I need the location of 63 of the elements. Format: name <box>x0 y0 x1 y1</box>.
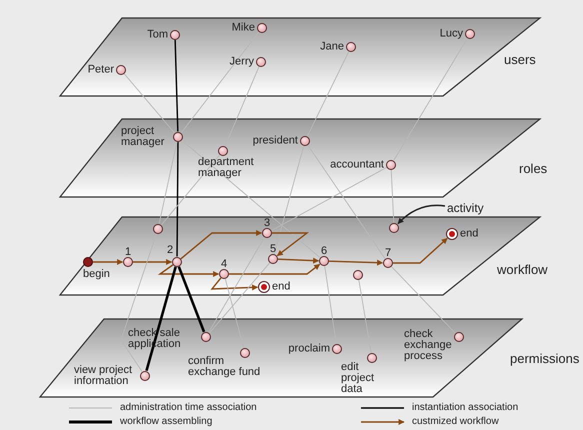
connector-line <box>124 73 175 134</box>
node-label: Lucy <box>440 28 463 40</box>
arrow <box>180 230 262 260</box>
layer-label: roles <box>519 160 548 178</box>
connector-line <box>358 279 372 354</box>
legend-text: administration time association <box>120 402 257 414</box>
node-label: end <box>460 228 478 240</box>
connector-line <box>120 233 157 372</box>
layer-label: permissions <box>510 350 580 368</box>
connector-line <box>274 145 304 254</box>
node-label: view project information <box>74 365 134 387</box>
connector-line <box>306 51 350 136</box>
node-label: 5 <box>270 244 276 255</box>
node-label: confirm exchange fund <box>188 356 262 378</box>
node-label: Peter <box>88 64 114 76</box>
node-label: Jane <box>320 42 344 52</box>
connector-line <box>176 142 179 256</box>
connector-line <box>161 154 220 226</box>
arrow <box>158 264 220 277</box>
node-label: end <box>272 282 290 292</box>
node-label: 6 <box>320 246 328 257</box>
arrow <box>328 260 384 266</box>
arrow <box>133 259 172 265</box>
layer-label: users <box>504 51 536 69</box>
connector-line <box>158 141 178 224</box>
arrow <box>210 277 258 290</box>
connector-line <box>224 278 244 348</box>
connector-line <box>271 166 388 231</box>
node-label: Jerry <box>230 56 254 68</box>
node-label: Tom <box>147 30 168 40</box>
arrow <box>393 238 448 264</box>
node-label: edit project data <box>341 362 376 395</box>
node-label: begin <box>83 269 110 280</box>
node-label: proclaim <box>288 344 330 354</box>
arrow <box>278 258 320 264</box>
node-label: 3 <box>264 218 270 229</box>
layer-label: workflow <box>497 261 548 279</box>
node-label: check exchange process <box>404 329 453 362</box>
connector-line <box>174 40 179 132</box>
node-label: Mike <box>232 22 255 34</box>
connector-line <box>209 262 270 334</box>
legend-text: workflow assembling <box>120 416 212 428</box>
legend-text: custmized workflow <box>412 416 499 428</box>
connector-line <box>180 32 260 134</box>
arrow <box>93 259 124 265</box>
connector-line <box>391 266 456 334</box>
connector-line <box>390 170 394 223</box>
node-label: president <box>252 136 298 146</box>
connector-line <box>307 144 386 259</box>
node-label: 4 <box>220 259 228 270</box>
node-label: 2 <box>167 245 174 256</box>
legend-text: instantiation association <box>412 402 518 414</box>
node-label: project manager <box>121 126 166 148</box>
arrow <box>272 232 310 256</box>
connector-line <box>224 66 260 146</box>
node-label: 7 <box>384 248 392 259</box>
arrow <box>398 204 446 224</box>
node-label: 1 <box>124 247 132 258</box>
arrow <box>229 264 320 275</box>
callout-text: activity <box>447 199 484 217</box>
node-label: accountant <box>330 160 384 170</box>
connector-line <box>178 266 206 332</box>
node-label: department manager <box>198 157 255 179</box>
